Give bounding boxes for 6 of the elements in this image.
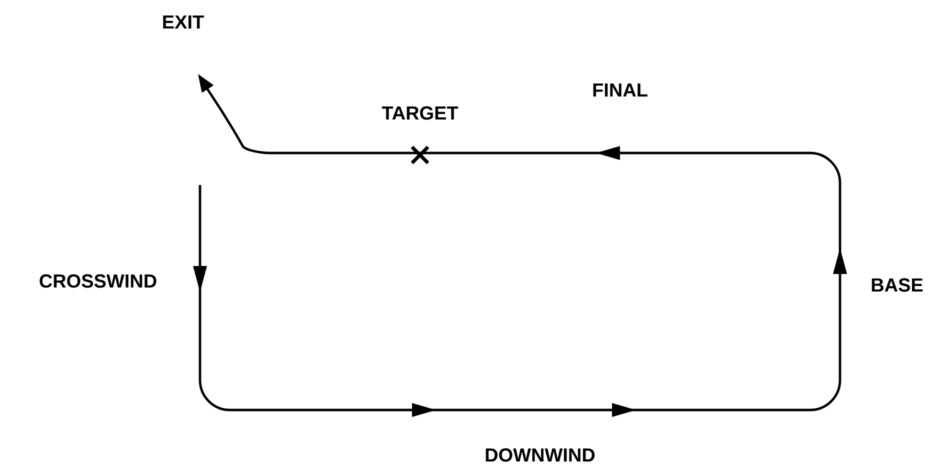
label-text: BASE	[872, 278, 923, 292]
label-text: CROSSWIND	[40, 274, 156, 288]
label-text: DOWNWIND	[486, 448, 595, 462]
label-text: FINAL	[593, 83, 648, 97]
label-text: EXIT	[163, 15, 204, 29]
label-text: TARGET	[382, 106, 458, 120]
